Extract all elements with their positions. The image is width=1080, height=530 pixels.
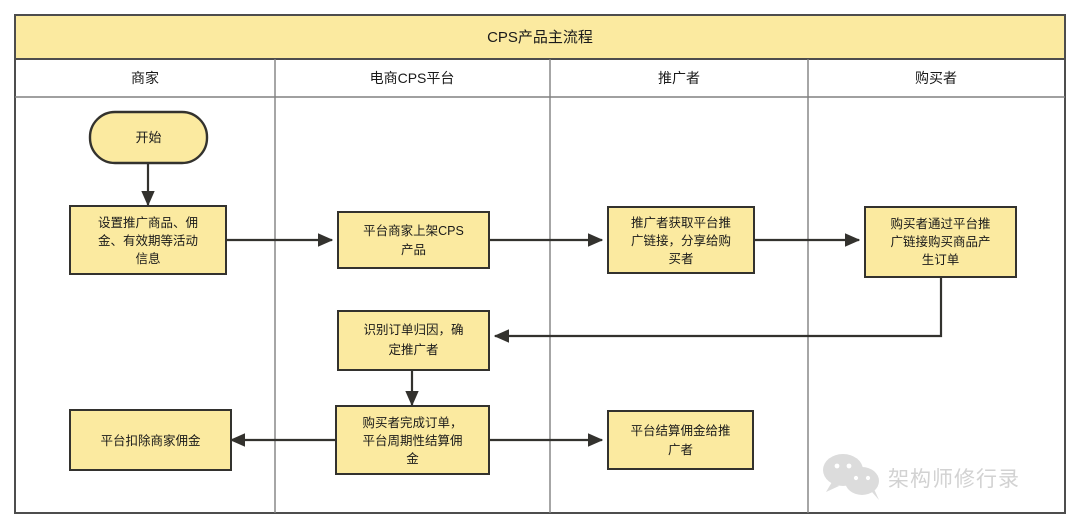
node-deduct-label: 平台扣除商家佣金 bbox=[100, 433, 201, 448]
node-start-shape bbox=[88, 110, 209, 165]
node-listing-line-2: 产品 bbox=[401, 243, 426, 257]
node-getlink-line-3: 买者 bbox=[668, 252, 693, 266]
node-order[interactable]: 购买者通过平台推 广链接购买商品产 生订单 bbox=[864, 206, 1017, 278]
node-order-shape bbox=[864, 206, 1017, 278]
lane-header-buyer: 购买者 bbox=[915, 70, 957, 86]
node-settlement-line-1: 购买者完成订单， bbox=[362, 415, 462, 430]
node-payout[interactable]: 平台结算佣金给推 广者 bbox=[607, 410, 754, 470]
node-settlement[interactable]: 购买者完成订单， 平台周期性结算佣 金 bbox=[335, 405, 490, 475]
node-order-line-2: 广链接购买商品产 bbox=[890, 234, 990, 249]
node-payout-line-2: 广者 bbox=[668, 443, 693, 457]
node-setup-shape bbox=[69, 205, 227, 275]
node-attribution-line-2: 定推广者 bbox=[388, 342, 438, 357]
node-start[interactable]: 开始 bbox=[88, 110, 209, 165]
node-start-label: 开始 bbox=[135, 130, 161, 145]
node-getlink[interactable]: 推广者获取平台推 广链接，分享给购 买者 bbox=[607, 206, 755, 274]
node-setup[interactable]: 设置推广商品、佣 金、有效期等活动 信息 bbox=[69, 205, 227, 275]
lane-header-platform: 电商CPS平台 bbox=[370, 70, 455, 86]
node-payout-line-1: 平台结算佣金给推 bbox=[630, 423, 730, 438]
watermark-label: 架构师修行录 bbox=[888, 467, 1020, 491]
edge-order-to-attribution bbox=[493, 277, 943, 343]
node-attribution-line-1: 识别订单归因，确 bbox=[363, 323, 463, 337]
node-attribution[interactable]: 识别订单归因，确 定推广者 bbox=[337, 310, 490, 371]
node-getlink-line-1: 推广者获取平台推 bbox=[631, 215, 731, 230]
diagram-title: CPS产品主流程 bbox=[487, 29, 593, 46]
watermark: 架构师修行录 bbox=[823, 454, 1020, 500]
lane-header-promoter: 推广者 bbox=[658, 70, 700, 86]
node-settlement-shape bbox=[335, 405, 490, 475]
node-attribution-shape bbox=[337, 310, 490, 371]
node-setup-line-2: 金、有效期等活动 bbox=[98, 233, 198, 248]
node-setup-line-3: 信息 bbox=[135, 251, 160, 266]
node-listing[interactable]: 平台商家上架CPS 产品 bbox=[337, 211, 490, 269]
node-settlement-line-3: 金 bbox=[406, 451, 419, 466]
node-order-line-3: 生订单 bbox=[922, 253, 960, 267]
diagram-title-banner bbox=[14, 14, 1066, 60]
node-settlement-line-2: 平台周期性结算佣 bbox=[362, 433, 462, 448]
node-listing-line-1: 平台商家上架CPS bbox=[363, 223, 464, 238]
node-getlink-shape bbox=[607, 206, 755, 274]
node-getlink-line-2: 广链接，分享给购 bbox=[631, 233, 731, 248]
node-deduct[interactable]: 平台扣除商家佣金 bbox=[69, 409, 232, 471]
node-setup-line-1: 设置推广商品、佣 bbox=[98, 215, 198, 230]
wechat-icon bbox=[823, 454, 879, 500]
node-payout-shape bbox=[607, 410, 754, 470]
lane-header-merchant: 商家 bbox=[131, 70, 159, 86]
node-listing-shape bbox=[337, 211, 490, 269]
node-order-line-1: 购买者通过平台推 bbox=[890, 216, 990, 231]
node-deduct-shape bbox=[69, 409, 232, 471]
